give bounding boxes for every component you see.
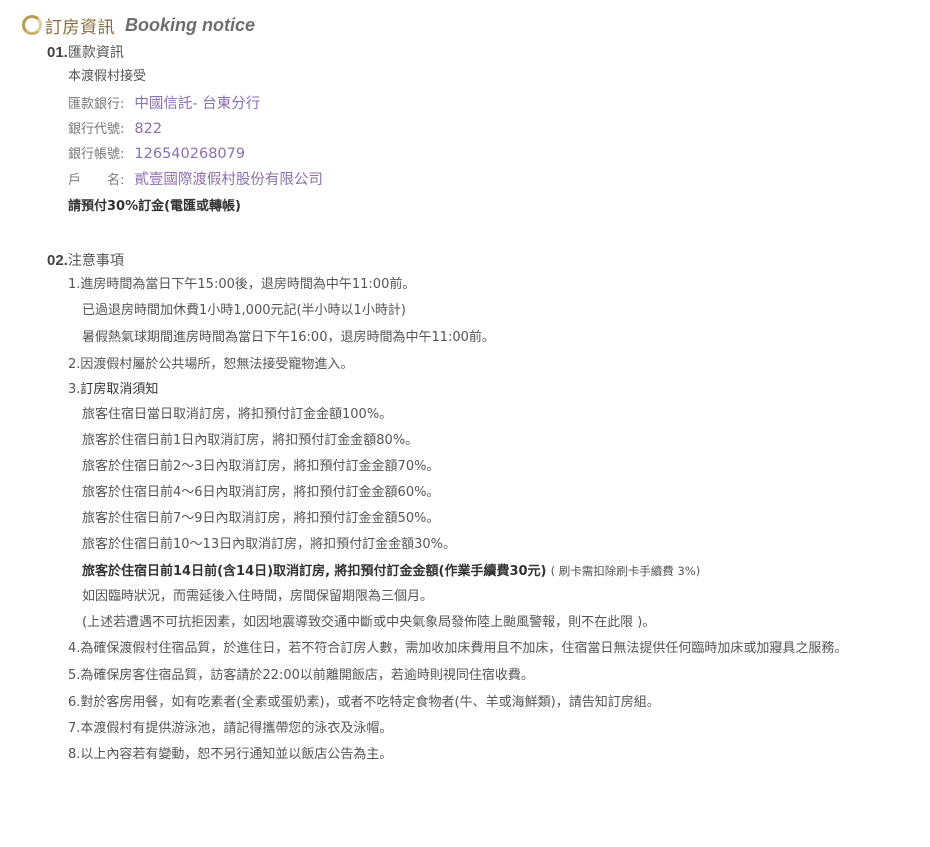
- notice-item-8: 8.以上內容若有變動，恕不另行通知並以飯店公告為主。: [68, 746, 392, 764]
- item-3-text: 訂房取消須知: [80, 382, 159, 397]
- bank-row: 匯款銀行: 中國信託- 台東分行: [68, 95, 260, 114]
- item-8-text: 以上內容若有變動，恕不另行通知並以飯店公告為主。: [80, 747, 393, 762]
- notice-item-2: 2.因渡假村屬於公共場所，恕無法接受寵物進入。: [68, 356, 353, 374]
- cancel-rule: 旅客於住宿日前7～9日內取消訂房，將扣預付訂金金額50%。: [82, 511, 440, 526]
- section-2-number: 02.: [47, 252, 68, 269]
- bank-code-value: 822: [134, 121, 163, 137]
- item-1-number: 1.: [68, 277, 81, 292]
- notice-item-3: 3.訂房取消須知: [68, 381, 158, 399]
- section-1-label: 匯款資訊: [67, 45, 124, 61]
- rule-14-note: ( 刷卡需扣除刷卡手續費 3%): [550, 564, 701, 578]
- item-2-number: 2.: [68, 357, 81, 372]
- item-4-number: 4.: [68, 641, 81, 656]
- account-value: 126540268079: [134, 146, 246, 162]
- bank-value: 中國信託- 台東分行: [134, 96, 261, 112]
- notice-item-1: 1.進房時間為當日下午15:00後，退房時間為中午11:00前。: [68, 276, 415, 294]
- section-1-title: 01.匯款資訊: [47, 42, 124, 62]
- account-label: 銀行帳號:: [68, 147, 125, 162]
- remit-intro: 本渡假村接受: [68, 69, 147, 84]
- page-header: 訂房資訊 Booking notice: [22, 12, 255, 38]
- postpone-note: 如因臨時狀況，而需延後入住時間，房間保留期限為三個月。: [82, 589, 434, 604]
- section-1-number: 01.: [47, 44, 68, 61]
- cancel-rule: 旅客於住宿日前1日內取消訂房，將扣預付訂金金額80%。: [82, 433, 419, 448]
- item-6-number: 6.: [68, 695, 81, 710]
- item-6-text: 對於客房用餐，如有吃素者(全素或蛋奶素)，或者不吃特定食物者(牛、羊或海鮮類)，…: [80, 695, 660, 710]
- item-1-text: 進房時間為當日下午15:00後，退房時間為中午11:00前。: [80, 277, 416, 292]
- rule-14-text: 旅客於住宿日前14日前(含14日)取消訂房, 將扣預付訂金金額(作業手續費30元…: [82, 564, 547, 579]
- item-8-number: 8.: [68, 747, 81, 762]
- holder-row: 戶 名: 貳壹國際渡假村股份有限公司: [68, 171, 323, 190]
- section-2-title: 02.注意事項: [47, 250, 124, 270]
- item-3-number: 3.: [68, 382, 81, 397]
- bank-code-label: 銀行代號:: [68, 122, 125, 137]
- notice-item-4: 4.為確保渡假村住宿品質，於進住日，若不符合訂房人數，需加收加床費用且不加床，住…: [68, 640, 847, 658]
- notice-item-7: 7.本渡假村有提供游泳池，請記得攜帶您的泳衣及泳帽。: [68, 720, 392, 738]
- bank-code-row: 銀行代號: 822: [68, 120, 162, 139]
- cancel-rule-14-days: 旅客於住宿日前14日前(含14日)取消訂房, 將扣預付訂金金額(作業手續費30元…: [82, 562, 700, 581]
- item-4-text: 為確保渡假村住宿品質，於進住日，若不符合訂房人數，需加收加床費用且不加床，住宿當…: [80, 641, 848, 656]
- cancel-rule: 旅客於住宿日前4～6日內取消訂房，將扣預付訂金金額60%。: [82, 485, 440, 500]
- notice-item-6: 6.對於客房用餐，如有吃素者(全素或蛋奶素)，或者不吃特定食物者(牛、羊或海鮮類…: [68, 694, 660, 712]
- cancel-rule: 旅客於住宿日前10～13日內取消訂房，將扣預付訂金金額30%。: [82, 537, 456, 552]
- header-title-en: Booking notice: [125, 14, 255, 35]
- header-title-zh: 訂房資訊: [45, 17, 115, 38]
- ring-icon: [22, 15, 42, 35]
- item-2-text: 因渡假村屬於公共場所，恕無法接受寵物進入。: [80, 357, 354, 372]
- section-2-label: 注意事項: [67, 253, 124, 269]
- item-7-text: 本渡假村有提供游泳池，請記得攜帶您的泳衣及泳帽。: [80, 721, 393, 736]
- item-7-number: 7.: [68, 721, 81, 736]
- item-1-sub-2: 暑假熱氣球期間進房時間為當日下午16:00，退房時間為中午11:00前。: [82, 330, 495, 345]
- bank-label: 匯款銀行:: [68, 97, 125, 112]
- holder-label: 戶 名:: [68, 173, 125, 188]
- item-1-sub-1: 已過退房時間加休費1小時1,000元記(半小時以1小時計): [82, 303, 406, 318]
- holder-value: 貳壹國際渡假村股份有限公司: [134, 172, 323, 188]
- cancel-rule: 旅客於住宿日前2～3日內取消訂房，將扣預付訂金金額70%。: [82, 459, 440, 474]
- notice-item-5: 5.為確保房客住宿品質，訪客請於22:00以前離開飯店，若逾時則視同住宿收費。: [68, 667, 534, 685]
- item-5-text: 為確保房客住宿品質，訪客請於22:00以前離開飯店，若逾時則視同住宿收費。: [80, 668, 534, 683]
- exception-note: (上述若遭遇不可抗拒因素，如因地震導致交通中斷或中央氣象局發佈陸上颱風警報，則不…: [82, 615, 656, 630]
- item-5-number: 5.: [68, 668, 81, 683]
- deposit-note: 請預付30%訂金(電匯或轉帳): [68, 199, 241, 214]
- cancel-rule: 旅客住宿日當日取消訂房，將扣預付訂金金額100%。: [82, 407, 393, 422]
- account-row: 銀行帳號: 126540268079: [68, 145, 245, 164]
